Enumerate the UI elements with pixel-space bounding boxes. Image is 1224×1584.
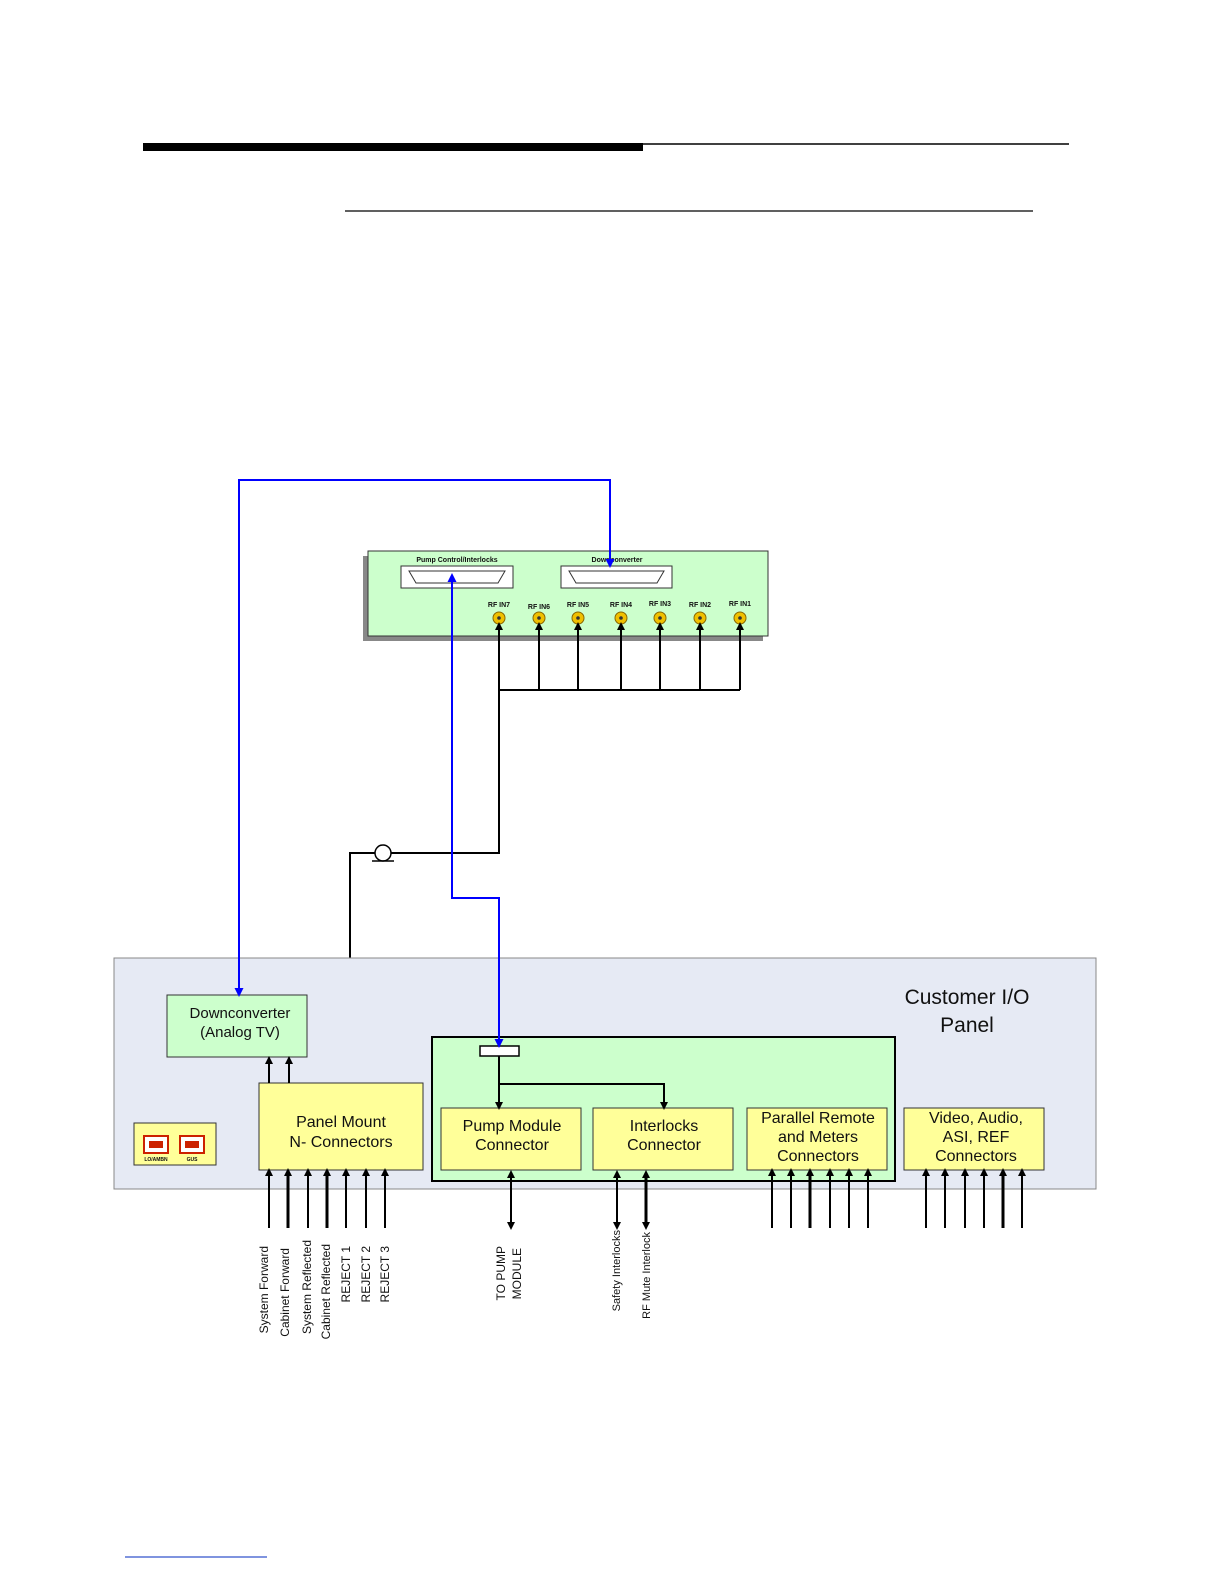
pump-connector-label-line2: Connector: [475, 1137, 549, 1154]
cable-loop-icon: [372, 844, 394, 862]
rf-in1-label: RF IN1: [729, 601, 751, 608]
parallel-remote-box: Parallel Remote and Meters Connectors: [746, 1107, 888, 1171]
downconverter-label-line1: Downconverter: [190, 1005, 291, 1022]
n-to-downconverter-arrows: [265, 1056, 293, 1083]
n-input-label-cabinet-forward: Cabinet Forward: [278, 1248, 292, 1337]
downconverter-signal-path: [234, 479, 615, 997]
n-input-label-system-forward: System Forward: [257, 1246, 271, 1333]
n-input-label-reject-3: REJECT 3: [378, 1246, 392, 1303]
video-label-line3: Connectors: [935, 1148, 1017, 1165]
rj45-port-icon: [143, 1135, 169, 1154]
interlock-label-safety: Safety Interlocks: [611, 1230, 623, 1312]
parallel-label-line3: Connectors: [777, 1148, 859, 1165]
rj45-port-icon: [179, 1135, 205, 1154]
pump-connector-label-line1: Pump Module: [463, 1118, 562, 1135]
n-connector-input-wires: [265, 1168, 389, 1228]
port-right-label: GUS: [187, 1157, 199, 1163]
pump-control-signal-path: [447, 573, 504, 1048]
video-label-line1: Video, Audio,: [929, 1110, 1023, 1127]
port-left-label: LO/AMBN: [144, 1157, 168, 1163]
pump-output-label-line1: TO PUMP: [494, 1246, 508, 1300]
rf-in3-label: RF IN3: [649, 601, 671, 608]
pump-connector-box: Pump Module Connector: [440, 1107, 582, 1171]
pump-control-dsub-connector: [400, 565, 514, 589]
n-input-label-system-reflected: System Reflected: [300, 1240, 314, 1334]
interlocks-label-line2: Connector: [627, 1137, 701, 1154]
downconverter-dsub-connector: [560, 565, 673, 589]
rf-board: Pump Control/Interlocks Downconverter RF…: [363, 550, 769, 641]
pump-output-label-line2: MODULE: [510, 1248, 524, 1299]
pump-header-label: Pump Control/Interlocks: [416, 557, 497, 564]
interlock-label-rf-mute: RF Mute Interlock: [641, 1232, 653, 1319]
n-connectors-box: Panel Mount N- Connectors: [258, 1082, 424, 1171]
rf-in2-label: RF IN2: [689, 602, 711, 609]
parallel-remote-wires: [768, 1168, 872, 1228]
n-connectors-label-line1: Panel Mount: [296, 1114, 386, 1131]
rf-in4-label: RF IN4: [610, 602, 632, 609]
video-audio-wires: [922, 1168, 1026, 1228]
n-input-label-reject-2: REJECT 2: [359, 1246, 373, 1303]
video-label-line2: ASI, REF: [943, 1129, 1010, 1146]
downconverter-label-line2: (Analog TV): [200, 1024, 280, 1041]
interlocks-connector-box: Interlocks Connector: [592, 1107, 734, 1171]
rf-in7-label: RF IN7: [488, 602, 510, 609]
interlocks-label-line1: Interlocks: [630, 1118, 698, 1135]
header-thick-rule: [143, 143, 643, 151]
panel-title-line2: Panel: [940, 1014, 994, 1037]
downconverter-box: Downconverter (Analog TV): [166, 994, 308, 1058]
parallel-label-line2: and Meters: [778, 1129, 858, 1146]
downconverter-header-label: Downconverter: [592, 557, 643, 564]
n-input-label-cabinet-reflected: Cabinet Reflected: [319, 1244, 333, 1339]
parallel-label-line1: Parallel Remote: [761, 1110, 875, 1127]
rf-in6-label: RF IN6: [528, 604, 550, 611]
ethernet-ports: LO/AMBN GUS: [133, 1122, 217, 1166]
video-audio-box: Video, Audio, ASI, REF Connectors: [903, 1107, 1045, 1171]
header-split-lines: [495, 1056, 668, 1110]
interlock-input-wires: [613, 1170, 650, 1230]
header-connector: [479, 1045, 520, 1057]
n-connectors-label-line2: N- Connectors: [289, 1134, 392, 1151]
panel-title-line1: Customer I/O: [905, 986, 1030, 1009]
rf-in5-label: RF IN5: [567, 602, 589, 609]
n-input-label-reject-1: REJECT 1: [339, 1246, 353, 1303]
